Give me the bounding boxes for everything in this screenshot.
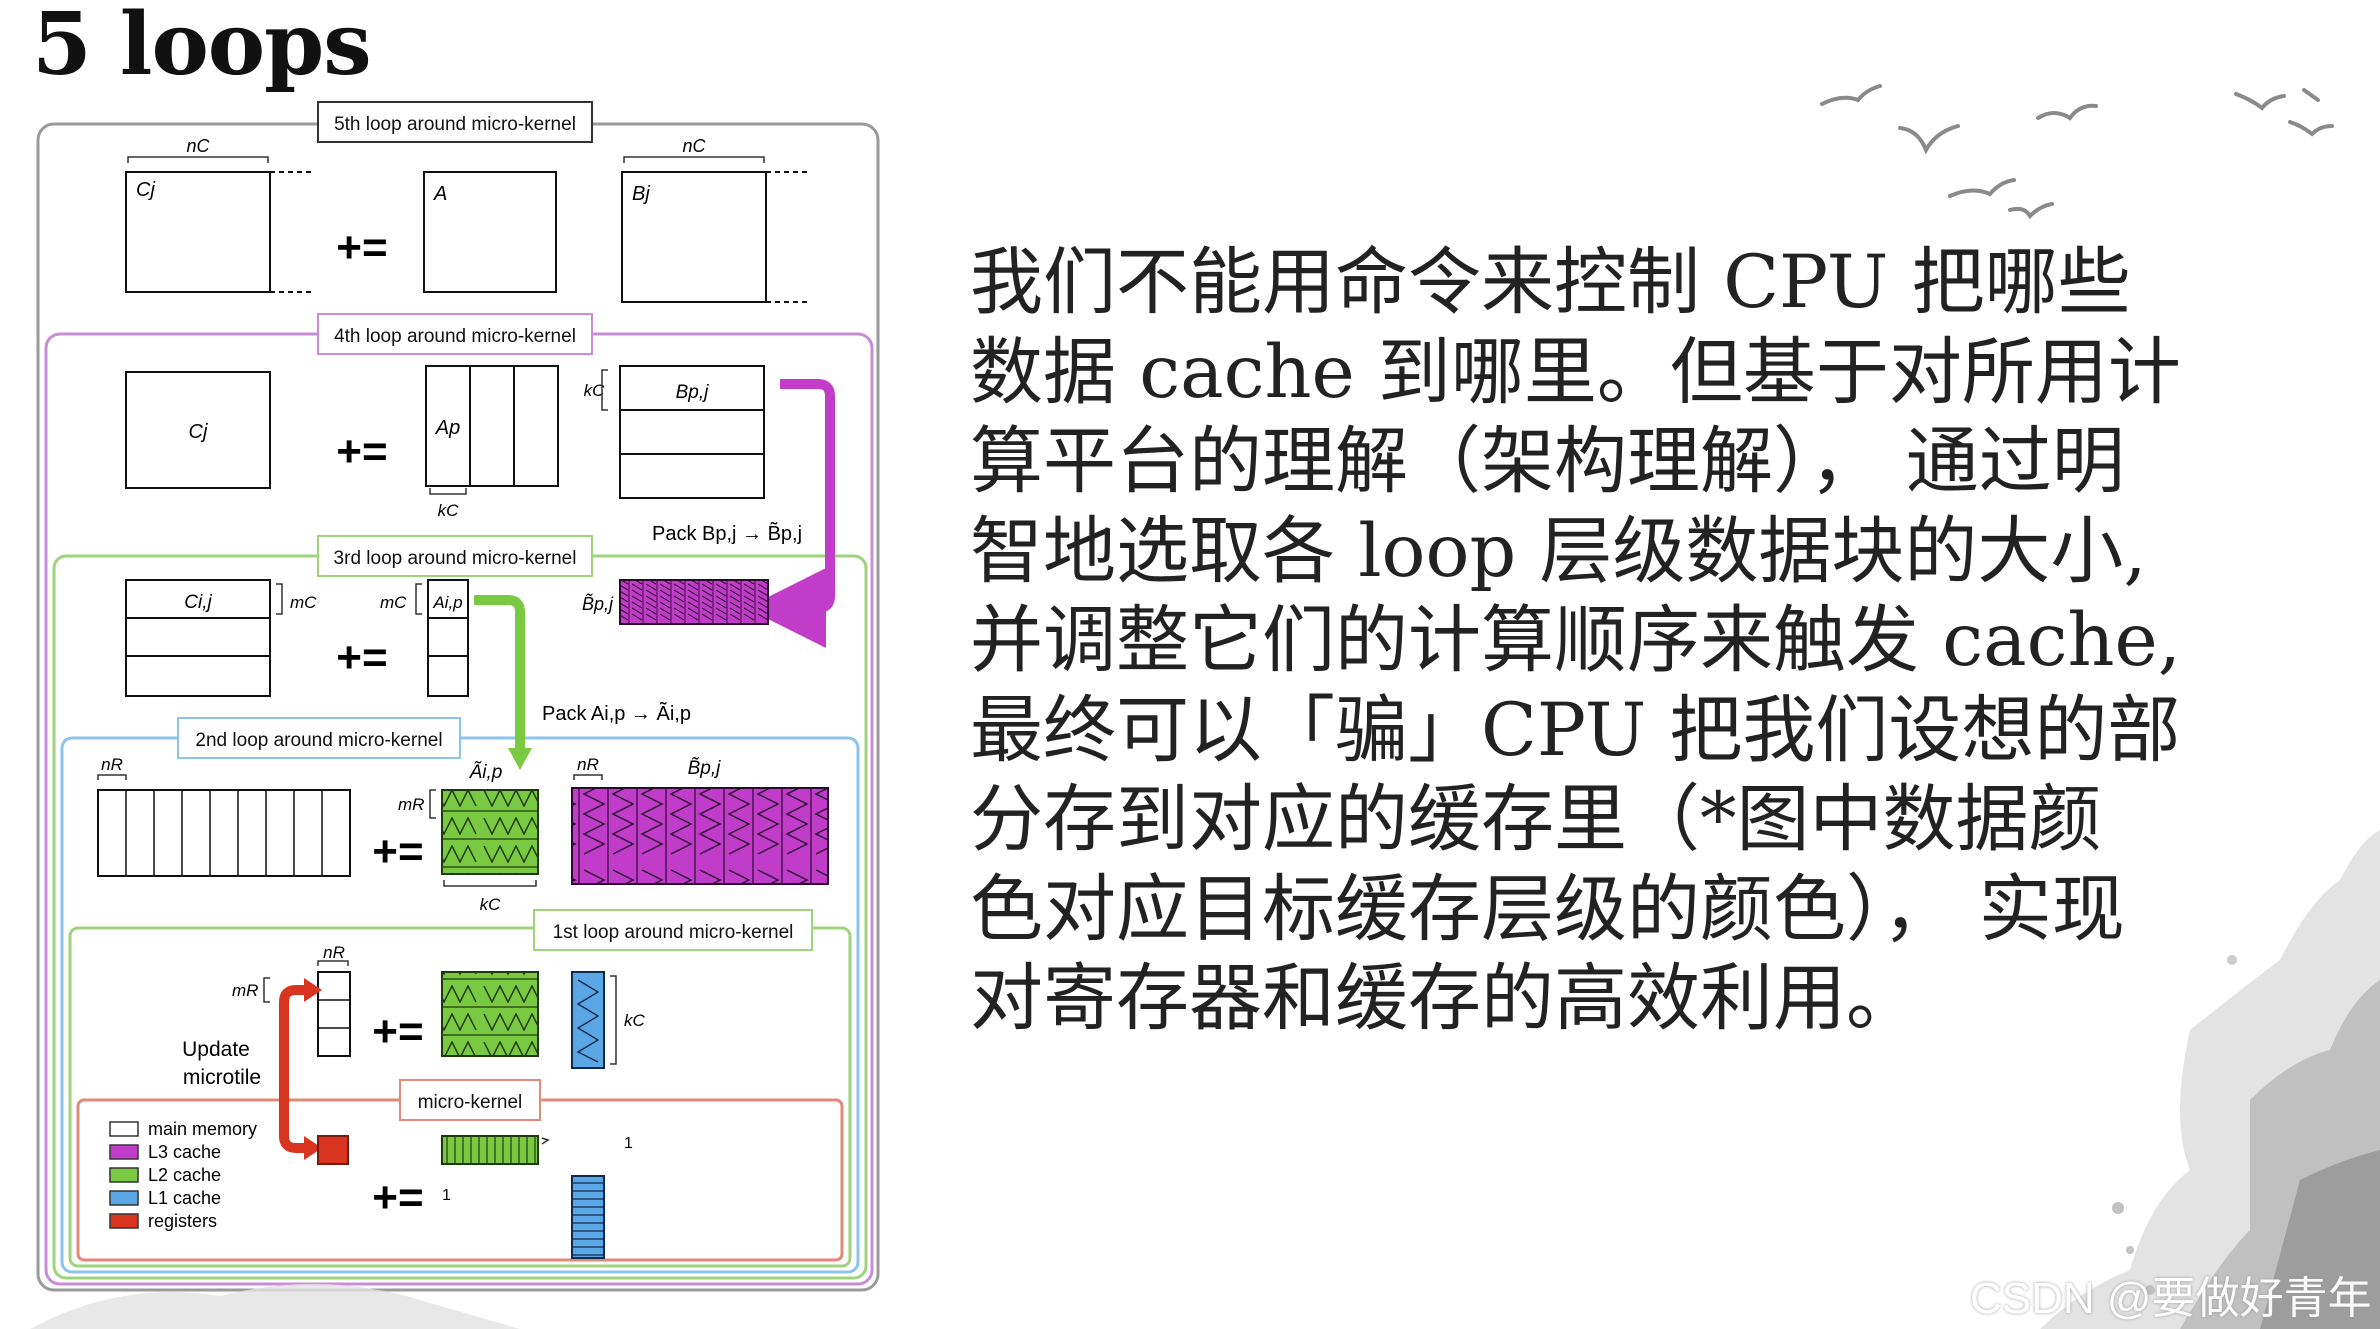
update-arrow <box>279 985 312 1153</box>
Bj-label: Bj <box>632 183 650 205</box>
paragraph-line: 对寄存器和缓存的高效利用。 <box>970 956 1919 1041</box>
legend-swatch-registers <box>109 1213 139 1229</box>
mc-label-c: mC <box>290 593 317 612</box>
Cj-matrix-loop4 <box>125 371 271 489</box>
B-vector-L1 <box>571 1175 605 1259</box>
Cij-micro-panels <box>97 789 351 877</box>
loop2-label-box <box>177 717 461 759</box>
gotoblas-loop-diagram: 5th loop around micro-kernel 4th loop ar… <box>36 101 880 1292</box>
legend-label-l3: L3 cache <box>148 1142 221 1162</box>
cache-legend: main memory L3 cache L2 cache L1 cache r… <box>109 1119 257 1231</box>
nr-label-c: nR <box>101 755 123 774</box>
microkernel-label-box <box>399 1079 541 1121</box>
page-title: 5 loops <box>32 0 372 95</box>
A-matrix <box>423 171 557 293</box>
B-micropanel-L1 <box>571 971 605 1069</box>
pack-b-arrow <box>746 379 835 648</box>
Cij-microtile-column <box>317 971 351 1057</box>
update-label-1: Update <box>182 1038 250 1061</box>
loop1-frame <box>68 926 852 1268</box>
loop3-label-box <box>317 535 593 577</box>
packed-B-L3-expanded <box>571 787 829 885</box>
microkernel-label: micro-kernel <box>418 1092 523 1113</box>
csdn-watermark: CSDN @要做好青年 <box>1970 1274 2372 1323</box>
paragraph-line: 我们不能用命令来控制 CPU 把哪些 <box>970 240 2131 325</box>
plus-eq-3: += <box>336 633 387 682</box>
Bpj-panel <box>619 365 765 499</box>
mr-label-loop2: mR <box>398 795 424 814</box>
nr-label-b: nR <box>577 755 599 774</box>
Ap-label: Ap <box>435 417 460 439</box>
loop5-label-box <box>317 101 593 143</box>
legend-swatch-l2 <box>109 1167 139 1183</box>
nr-label-loop1: nR <box>323 943 345 962</box>
nc-label-right: nC <box>682 136 706 156</box>
Aip-label: Ai,p <box>432 593 462 612</box>
Cj-matrix <box>125 171 271 293</box>
loop2-label: 2nd loop around micro-kernel <box>195 730 442 751</box>
plus-eq-1: += <box>372 1007 423 1056</box>
plus-eq-0: += <box>372 1173 423 1222</box>
atilde-label: Ãi,p <box>469 761 503 783</box>
pack-a-label: Pack Ai,p → Ãi,p <box>542 701 691 725</box>
loop3-label: 3rd loop around micro-kernel <box>334 548 577 569</box>
register-block <box>317 1135 349 1165</box>
paragraph-line: 算平台的理解（架构理解）， 通过明 <box>970 419 2125 504</box>
legend-label-l2: L2 cache <box>148 1165 221 1185</box>
pack-a-arrow <box>474 595 525 752</box>
pack-b-label: Pack Bp,j → B̃p,j <box>652 522 802 545</box>
A-vector-L2 <box>441 1135 539 1165</box>
legend-label-main-memory: main memory <box>148 1119 257 1139</box>
loop4-label-box <box>317 313 593 355</box>
Ap-panel <box>425 365 559 487</box>
Cj-label-loop4: Cj <box>189 421 208 443</box>
Cij-block <box>125 579 271 697</box>
kc-label-loop2: kC <box>480 895 502 914</box>
loop5-label: 5th loop around micro-kernel <box>334 114 576 135</box>
paragraph-line: 色对应目标缓存层级的颜色）， 实现 <box>970 866 2125 952</box>
mc-label-a: mC <box>380 593 407 612</box>
birds-decoration <box>1820 84 2334 220</box>
Aip-block <box>427 579 469 697</box>
one-label-a: 1 <box>624 1135 633 1152</box>
plus-eq-5: += <box>336 223 387 272</box>
packed-A-L2 <box>441 789 539 875</box>
legend-label-registers: registers <box>148 1211 217 1231</box>
update-label-2: microtile <box>183 1066 261 1089</box>
A-micropanel-L2 <box>441 971 539 1057</box>
one-label-b: 1 <box>442 1187 451 1204</box>
plus-eq-4: += <box>336 427 387 476</box>
legend-swatch-l3 <box>109 1144 139 1160</box>
paragraph-line: 智地选取各 loop 层级数据块的大小, <box>970 508 2147 594</box>
Bpj-label: Bp,j <box>676 382 710 403</box>
legend-label-l1: L1 cache <box>148 1188 221 1208</box>
paragraph-line: 分存到对应的缓存里（*图中数据颜 <box>970 777 2102 862</box>
legend-swatch-main-memory <box>109 1121 139 1137</box>
paragraph-line: 数据 cache 到哪里。但基于对所用计 <box>970 329 2181 415</box>
kc-label-loop4: kC <box>438 501 460 520</box>
A-label: A <box>433 183 447 205</box>
kc-label-b: kC <box>584 381 606 400</box>
loop4-label: 4th loop around micro-kernel <box>334 326 576 347</box>
paragraph-line: 最终可以「骗」CPU 把我们设想的部 <box>970 687 2181 773</box>
mr-label-loop1: mR <box>232 981 258 1000</box>
Bj-matrix <box>621 171 767 303</box>
explanation-paragraph: 我们不能用命令来控制 CPU 把哪些 数据 cache 到哪里。但基于对所用计 … <box>970 238 2270 1044</box>
legend-swatch-l1 <box>109 1190 139 1206</box>
loop1-label-box <box>533 909 813 951</box>
Cij-label: Ci,j <box>184 592 212 613</box>
Cj-label: Cj <box>136 179 155 201</box>
loop1-label: 1st loop around micro-kernel <box>553 922 794 943</box>
kc-label-loop1: kC <box>624 1011 646 1030</box>
nc-label-left: nC <box>186 136 210 156</box>
plus-eq-2: += <box>372 827 423 876</box>
packed-B-L3 <box>619 579 769 625</box>
paragraph-line: 并调整它们的计算顺序来触发 cache, <box>970 598 2181 683</box>
btilde-label-loop2: B̃p,j <box>688 757 722 779</box>
btilde-label-loop3: B̃p,j <box>582 593 614 614</box>
